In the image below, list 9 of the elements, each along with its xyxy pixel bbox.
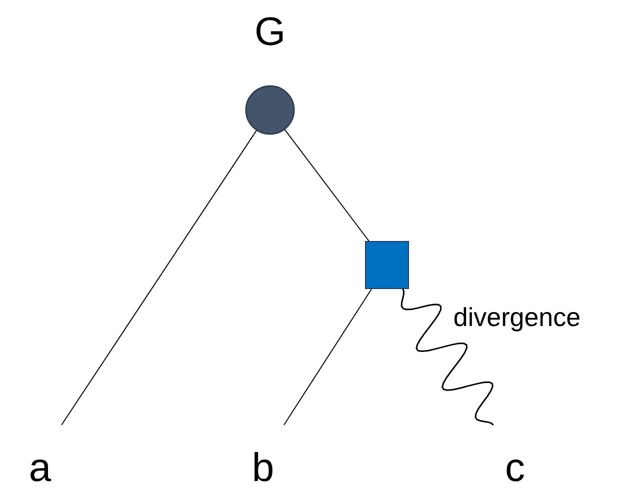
root-label: G xyxy=(253,10,287,54)
wavy-line xyxy=(400,288,494,426)
leaf-label: c xyxy=(504,446,526,490)
branch-line xyxy=(284,128,370,242)
branch-line xyxy=(61,130,258,426)
branch-line xyxy=(283,288,372,426)
duplication-square xyxy=(365,241,409,289)
leaf-label: a xyxy=(28,446,52,490)
leaf-label: b xyxy=(250,446,276,490)
